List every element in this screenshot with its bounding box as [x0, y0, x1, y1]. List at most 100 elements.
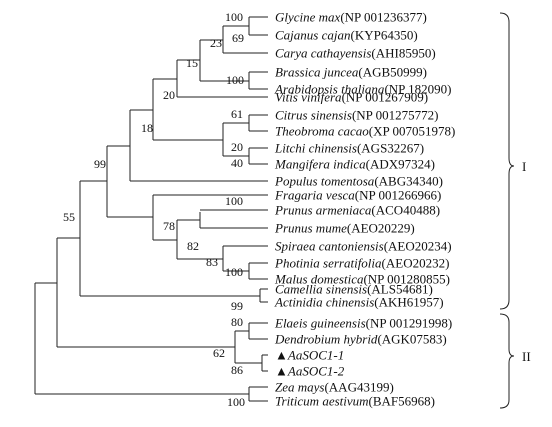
accession-number: (NP 001267909): [342, 90, 429, 105]
species-name: Vitis vinifera: [275, 90, 342, 105]
taxon-label: ▲AaSOC1-2: [275, 364, 345, 379]
species-name: Spiraea cantoniensis: [275, 239, 384, 254]
accession-number: (ALS54681): [367, 282, 433, 297]
taxon-label: Mangifera indica(ADX97324): [274, 157, 435, 172]
bootstrap-value: 55: [63, 210, 75, 224]
accession-number: (ACO40488): [371, 203, 440, 218]
species-name: Malus domestica: [274, 272, 364, 287]
species-name: Glycine max: [275, 10, 341, 25]
species-name: Actinidia chinensis: [274, 295, 374, 310]
taxon-label: Vitis vinifera(NP 001267909): [275, 90, 428, 105]
accession-number: (AEO20229): [347, 221, 415, 236]
bootstrap-value: 86: [231, 363, 243, 377]
triangle-marker-icon: ▲: [275, 348, 288, 363]
bootstrap-value: 62: [213, 346, 225, 360]
species-name: Cajanus cajan: [275, 28, 350, 43]
species-name: Camellia sinensis: [275, 282, 367, 297]
bootstrap-value: 18: [141, 121, 153, 135]
tree-branches: [34, 16, 268, 402]
bootstrap-value: 99: [231, 299, 243, 313]
bootstrap-value: 99: [94, 157, 106, 171]
accession-number: (AAG43199): [324, 380, 393, 395]
species-name: Elaeis guineensis: [274, 316, 366, 331]
species-name: AaSOC1-1: [287, 348, 344, 363]
bootstrap-value: 61: [231, 107, 243, 121]
taxon-label: Citrus sinensis(NP 001275772): [275, 108, 438, 123]
species-name: Citrus sinensis: [275, 108, 352, 123]
species-name: Brassica juncea: [275, 65, 359, 80]
triangle-marker-icon: ▲: [275, 364, 288, 379]
taxon-label: Populus tomentosa(ABG34340): [274, 174, 443, 189]
taxon-label: Dendrobium hybrid(AGK07583): [274, 332, 447, 347]
bootstrap-value: 40: [231, 156, 243, 170]
species-name: Prunus mume: [274, 221, 347, 236]
accession-number: (NP 001236377): [340, 10, 427, 25]
taxon-label: Arabidopsis thaliana(NP 182090): [274, 82, 451, 97]
species-name: Prunus armeniaca: [274, 203, 372, 218]
accession-number: (ADX97324): [366, 157, 435, 172]
taxon-label: Photinia serratifolia(AEO20232): [274, 256, 449, 271]
species-name: Carya cathayensis: [275, 46, 371, 61]
accession-number: (AGS32267): [357, 141, 424, 156]
taxon-label: Actinidia chinensis(AKH61957): [274, 295, 444, 310]
bootstrap-value: 20: [231, 140, 243, 154]
taxon-label: Carya cathayensis(AHI85950): [275, 46, 436, 61]
taxon-label: Prunus mume(AEO20229): [274, 221, 415, 236]
accession-number: (AKH61957): [374, 295, 443, 310]
species-name: Arabidopsis thaliana: [274, 82, 385, 97]
bootstrap-value: 100: [227, 395, 245, 409]
bootstrap-value: 82: [187, 239, 199, 253]
species-name: Theobroma cacao: [275, 124, 369, 139]
accession-number: (NP 182090): [384, 82, 451, 97]
species-name: Litchi chinensis: [274, 141, 357, 156]
accession-number: (AGB50999): [358, 65, 427, 80]
taxon-label: Zea mays(AAG43199): [275, 380, 394, 395]
accession-number: (AEO20232): [382, 256, 450, 271]
taxon-label: Spiraea cantoniensis(AEO20234): [275, 239, 452, 254]
taxon-label: Glycine max(NP 001236377): [275, 10, 427, 25]
accession-number: (KYP64350): [350, 28, 417, 43]
taxon-label: Camellia sinensis(ALS54681): [275, 282, 433, 297]
accession-number: (NP 001291998): [366, 316, 453, 331]
bootstrap-value: 78: [163, 219, 175, 233]
group-label-1: I: [522, 159, 526, 174]
group-label-2: II: [522, 349, 531, 364]
bootstrap-value: 100: [225, 10, 243, 24]
taxon-label: Triticum aestivum(BAF56968): [275, 394, 435, 409]
bootstrap-value: 100: [226, 73, 244, 87]
group-bracket-2: II: [499, 313, 531, 409]
taxon-label: Elaeis guineensis(NP 001291998): [274, 316, 452, 331]
bootstrap-value: 23: [210, 36, 222, 50]
accession-number: (ABG34340): [374, 174, 443, 189]
accession-number: (AHI85950): [371, 46, 435, 61]
bootstrap-value: 15: [186, 56, 198, 70]
taxon-label: Cajanus cajan(KYP64350): [275, 28, 418, 43]
accession-number: (BAF56968): [369, 394, 435, 409]
accession-number: (NP 001280855): [363, 272, 450, 287]
taxon-label: Fragaria vesca(NP 001266966): [274, 188, 441, 203]
taxon-label: ▲AaSOC1-1: [275, 348, 344, 363]
bootstrap-value: 69: [232, 31, 244, 45]
taxon-label: Theobroma cacao(XP 007051978): [275, 124, 455, 139]
taxon-label: Malus domestica(NP 001280855): [274, 272, 450, 287]
bootstrap-value: 80: [231, 315, 243, 329]
species-name: Zea mays: [275, 380, 324, 395]
species-name: Triticum aestivum: [275, 394, 369, 409]
species-name: Fragaria vesca: [274, 188, 355, 203]
accession-number: (XP 007051978): [369, 124, 456, 139]
accession-number: (NP 001266966): [355, 188, 442, 203]
bootstrap-value: 20: [163, 88, 175, 102]
species-name: Photinia serratifolia: [274, 256, 382, 271]
species-name: Dendrobium hybrid: [274, 332, 378, 347]
species-name: Populus tomentosa: [274, 174, 375, 189]
bootstrap-value: 100: [225, 265, 243, 279]
bootstrap-labels: 1006923100152061204018991007882831009955…: [63, 10, 245, 409]
bootstrap-value: 100: [225, 194, 243, 208]
accession-number: (AEO20234): [384, 239, 452, 254]
taxon-labels: Glycine max(NP 001236377) Cajanus cajan(K…: [274, 10, 455, 409]
accession-number: (NP 001275772): [352, 108, 439, 123]
group-bracket-1: I: [499, 12, 526, 310]
taxon-label: Prunus armeniaca(ACO40488): [274, 203, 440, 218]
bootstrap-value: 83: [206, 255, 218, 269]
